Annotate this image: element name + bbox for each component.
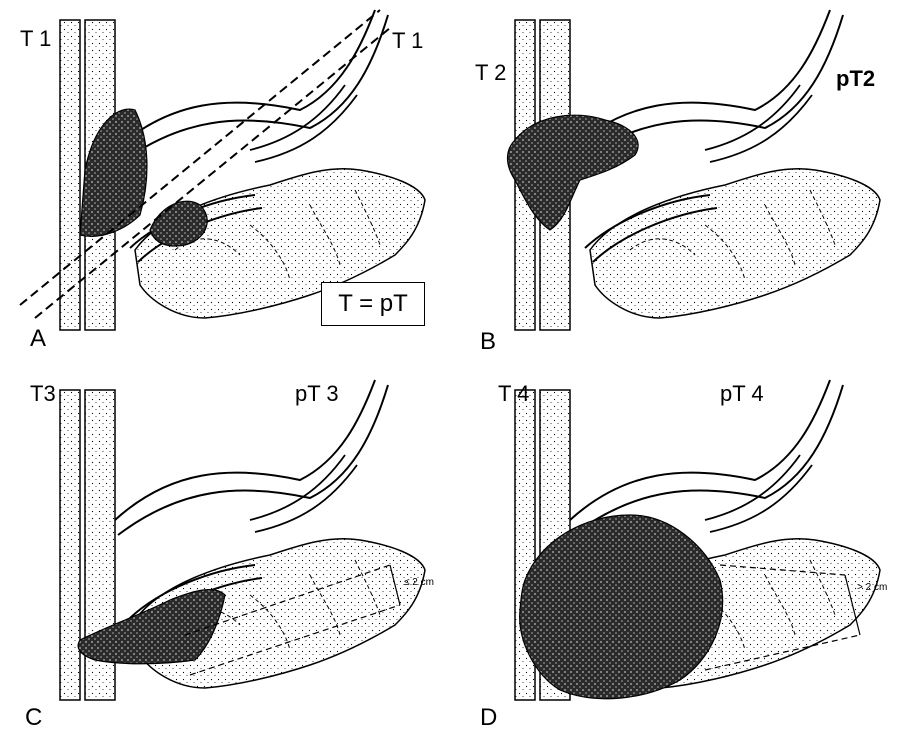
panel-b-letter: B <box>480 330 496 354</box>
panel-d-letter: D <box>480 706 497 730</box>
panel-d-right-label: pT 4 <box>720 383 764 405</box>
panel-b-right-label: pT2 <box>836 68 875 90</box>
equation-box: T = pT <box>321 282 425 326</box>
panel-a-letter: A <box>30 327 46 351</box>
panel-b-left-label: T 2 <box>475 62 506 84</box>
panel-a-right-label: T 1 <box>392 30 423 52</box>
panel-a-left-label: T 1 <box>20 28 51 50</box>
panel-c-measure-label: ≤ 2 cm <box>404 578 434 588</box>
panel-d-measure-label: > 2 cm <box>857 583 887 593</box>
panel-d-drawing <box>515 380 880 700</box>
panel-c-drawing <box>60 380 425 700</box>
panel-d-left-label: T 4 <box>498 383 529 405</box>
panel-c-letter: C <box>25 706 42 730</box>
panel-c-left-label: T3 <box>30 383 56 405</box>
panel-c-right-label: pT 3 <box>295 383 339 405</box>
panel-b-drawing <box>508 10 881 330</box>
